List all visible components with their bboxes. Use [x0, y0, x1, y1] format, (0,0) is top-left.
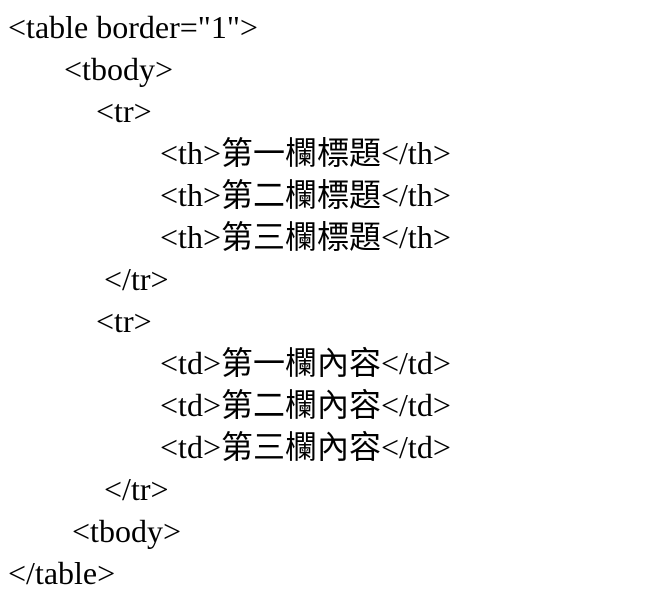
code-line-th-3: <th>第三欄標題</th>	[8, 219, 451, 255]
code-line-td-2: <td>第二欄內容</td>	[8, 387, 451, 423]
code-line-tr-close-2: </tr>	[8, 471, 169, 507]
code-line-tr-open-1: <tr>	[8, 93, 152, 129]
code-line-tr-open-2: <tr>	[8, 303, 152, 339]
code-line-table-open: <table border="1">	[8, 9, 258, 45]
code-block: <table border="1"> <tbody> <tr> <th>第一欄標…	[8, 9, 451, 591]
code-line-th-1: <th>第一欄標題</th>	[8, 135, 451, 171]
code-line-tbody-open: <tbody>	[8, 51, 173, 87]
code-line-tbody-close: <tbody>	[8, 513, 181, 549]
code-line-td-1: <td>第一欄內容</td>	[8, 345, 451, 381]
code-line-th-2: <th>第二欄標題</th>	[8, 177, 451, 213]
code-line-td-3: <td>第三欄內容</td>	[8, 429, 451, 465]
code-line-table-close: </table>	[8, 555, 116, 591]
code-line-tr-close-1: </tr>	[8, 261, 169, 297]
